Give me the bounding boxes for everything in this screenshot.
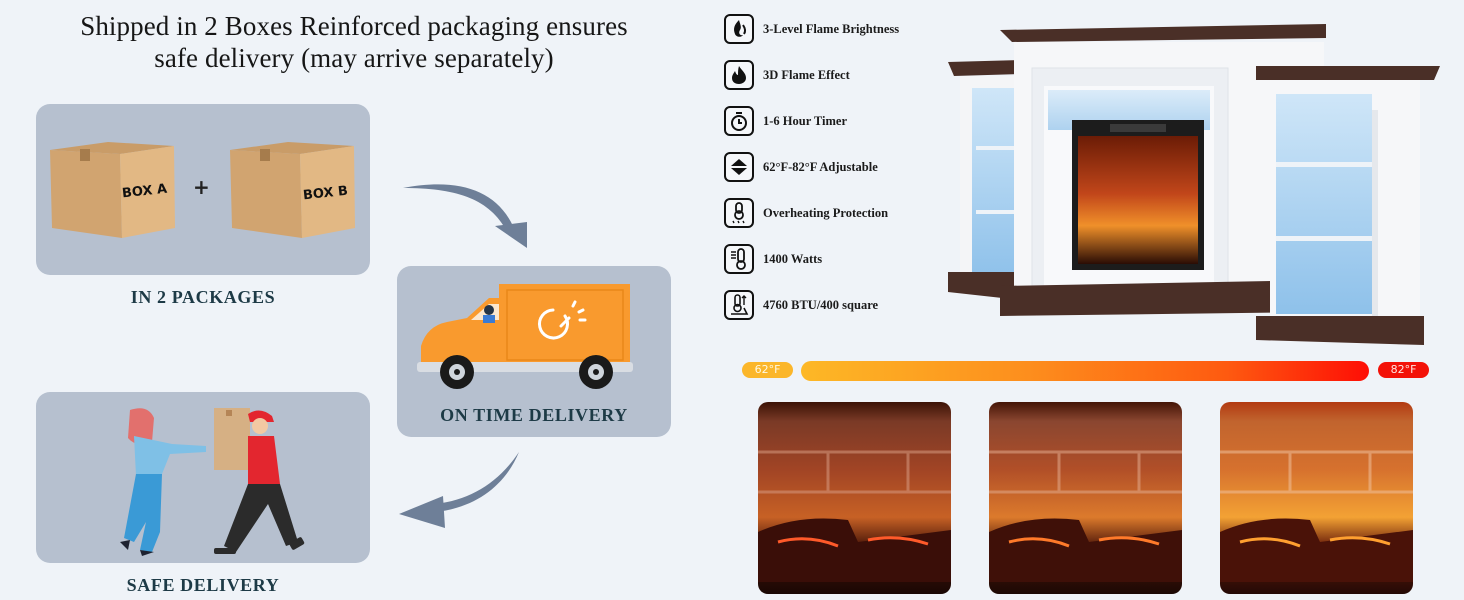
delivery-van-illustration xyxy=(417,284,633,389)
timer-icon xyxy=(724,106,754,136)
flame-level-high-image xyxy=(1220,402,1413,594)
box-a-icon xyxy=(50,142,175,238)
flame-brightness-icon xyxy=(724,14,754,44)
overheat-protection-icon xyxy=(724,198,754,228)
flame-level-medium-image xyxy=(989,402,1182,594)
shipping-headline: Shipped in 2 Boxes Reinforced packaging … xyxy=(0,10,708,74)
box-b-icon xyxy=(230,142,355,238)
handover-illustration xyxy=(120,408,305,556)
plus-sign: + xyxy=(193,175,210,199)
feature-item: 3D Flame Effect xyxy=(724,60,850,90)
boxes-illustration xyxy=(50,142,355,238)
flame-level-low-image xyxy=(758,402,951,594)
packages-label: IN 2 PACKAGES xyxy=(130,287,276,307)
feature-item: 4760 BTU/400 square xyxy=(724,290,878,320)
temp-low-label: 62°F xyxy=(742,362,793,378)
shipping-panel: Shipped in 2 Boxes Reinforced packaging … xyxy=(0,0,708,600)
temp-high-label: 82°F xyxy=(1378,362,1429,378)
headline-line-1: Shipped in 2 Boxes Reinforced packaging … xyxy=(80,11,628,41)
heat-coverage-icon xyxy=(724,290,754,320)
courier-figure xyxy=(214,408,305,554)
safe-delivery-label: SAFE DELIVERY xyxy=(126,575,280,595)
feature-item: 1400 Watts xyxy=(724,244,822,274)
feature-item: 3-Level Flame Brightness xyxy=(724,14,899,44)
fireplace-product-image xyxy=(948,24,1440,345)
safe-delivery-card xyxy=(36,392,370,563)
feature-item: 1-6 Hour Timer xyxy=(724,106,847,136)
flame-icon xyxy=(724,60,754,90)
arrow-down-right-icon xyxy=(403,184,527,248)
feature-item: Overheating Protection xyxy=(724,198,888,228)
on-time-delivery-card xyxy=(397,266,671,437)
thermometer-icon xyxy=(724,244,754,274)
packages-card: BOX A BOX B xyxy=(36,104,370,275)
customer-figure xyxy=(120,408,206,556)
feature-item: 62°F-82°F Adjustable xyxy=(724,152,878,182)
temperature-gradient-bar xyxy=(801,361,1369,381)
temperature-adjust-icon xyxy=(724,152,754,182)
speed-timer-icon xyxy=(538,300,587,340)
on-time-delivery-label: ON TIME DELIVERY xyxy=(440,405,628,425)
headline-line-2: safe delivery (may arrive separately) xyxy=(154,43,554,73)
arrow-down-left-icon xyxy=(399,452,519,528)
